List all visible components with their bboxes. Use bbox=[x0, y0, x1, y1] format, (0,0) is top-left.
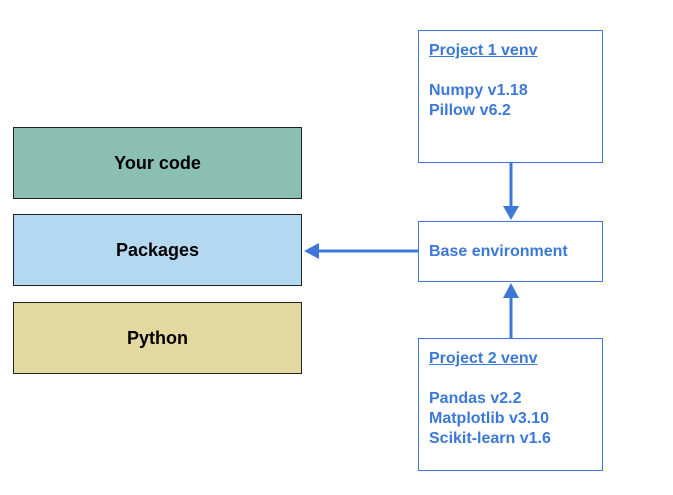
layer-packages-label: Packages bbox=[115, 239, 200, 260]
project-2-package: Matplotlib v3.10 bbox=[429, 410, 550, 427]
layer-packages: Packages bbox=[13, 214, 302, 286]
project-1-package: Pillow v6.2 bbox=[429, 102, 511, 119]
project-2-package: Pandas v2.2 bbox=[429, 390, 522, 407]
project-1-venv-title: Project 1 venv bbox=[429, 42, 538, 59]
project-1-venv-box: Project 1 venv Numpy v1.18 Pillow v6.2 bbox=[418, 30, 603, 163]
base-environment-box: Base environment bbox=[418, 221, 603, 282]
layer-python: Python bbox=[13, 302, 302, 374]
project-2-venv-box: Project 2 venv Pandas v2.2 Matplotlib v3… bbox=[418, 338, 603, 471]
layer-your-code-label: Your code bbox=[114, 152, 201, 173]
arrowhead-up-icon bbox=[503, 283, 519, 298]
base-environment-label: Base environment bbox=[429, 242, 568, 260]
project-2-package: Scikit-learn v1.6 bbox=[429, 430, 551, 447]
layer-python-label: Python bbox=[127, 327, 188, 348]
project-2-venv-title: Project 2 venv bbox=[429, 350, 538, 367]
project-1-package: Numpy v1.18 bbox=[429, 82, 528, 99]
arrowhead-left-icon bbox=[304, 243, 319, 259]
layer-your-code: Your code bbox=[13, 127, 302, 199]
arrowhead-down-icon bbox=[503, 206, 519, 220]
